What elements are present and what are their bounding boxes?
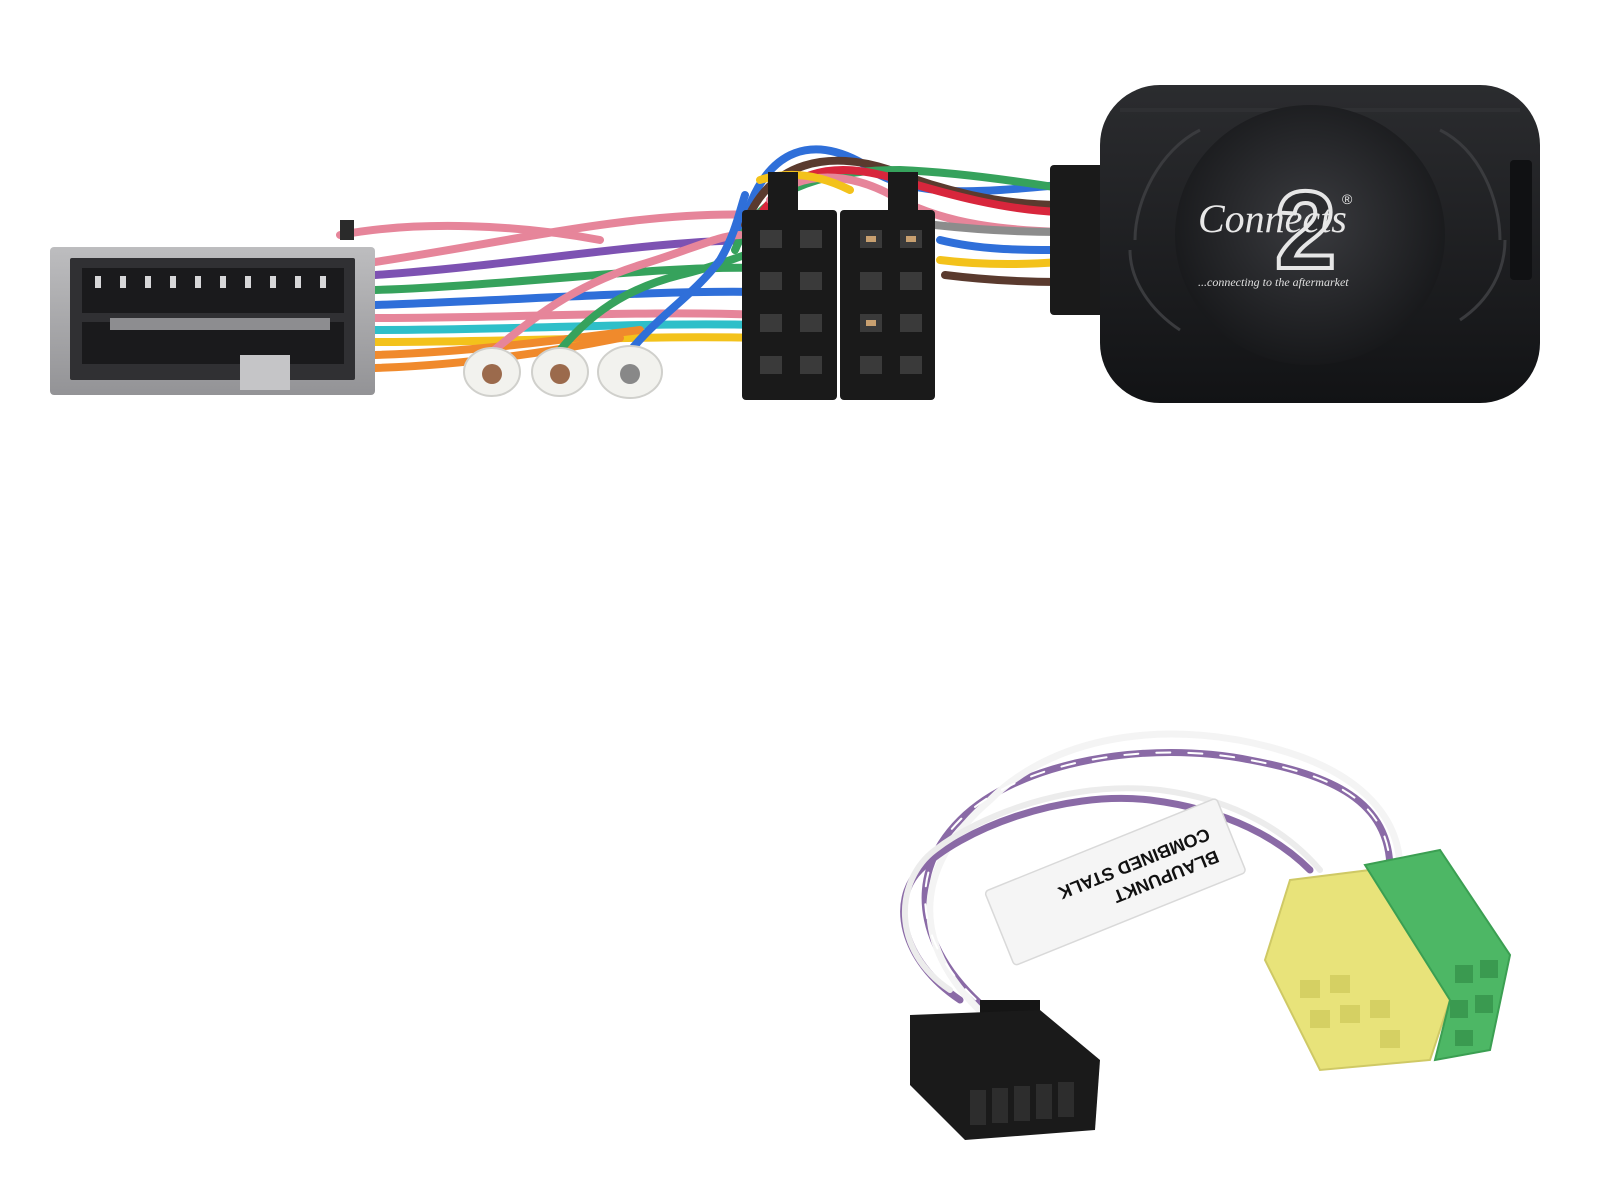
logo-brand-name: Connects xyxy=(1198,196,1347,241)
antenna-jack-3 xyxy=(597,345,663,399)
brand-logo: 2 Connects ® ...connecting to the afterm… xyxy=(1198,167,1353,294)
interface-box xyxy=(1050,85,1540,403)
patch-lead-wires xyxy=(900,730,1404,1024)
head-unit-plug xyxy=(910,1000,1100,1140)
logo-tagline: ...connecting to the aftermarket xyxy=(1198,275,1349,289)
mini-iso-green-connector xyxy=(1363,848,1512,1062)
iso-connector-pair xyxy=(742,172,935,400)
logo-registered-mark: ® xyxy=(1342,191,1353,207)
wire-bundle xyxy=(336,145,1064,374)
antenna-jack-1 xyxy=(463,347,521,397)
antenna-jack-2 xyxy=(531,347,589,397)
label-tag: BLAUPUNKT COMBINED STALK xyxy=(984,798,1246,966)
logo-numeral: 2 xyxy=(1275,169,1336,292)
vehicle-harness-plug xyxy=(50,220,375,395)
